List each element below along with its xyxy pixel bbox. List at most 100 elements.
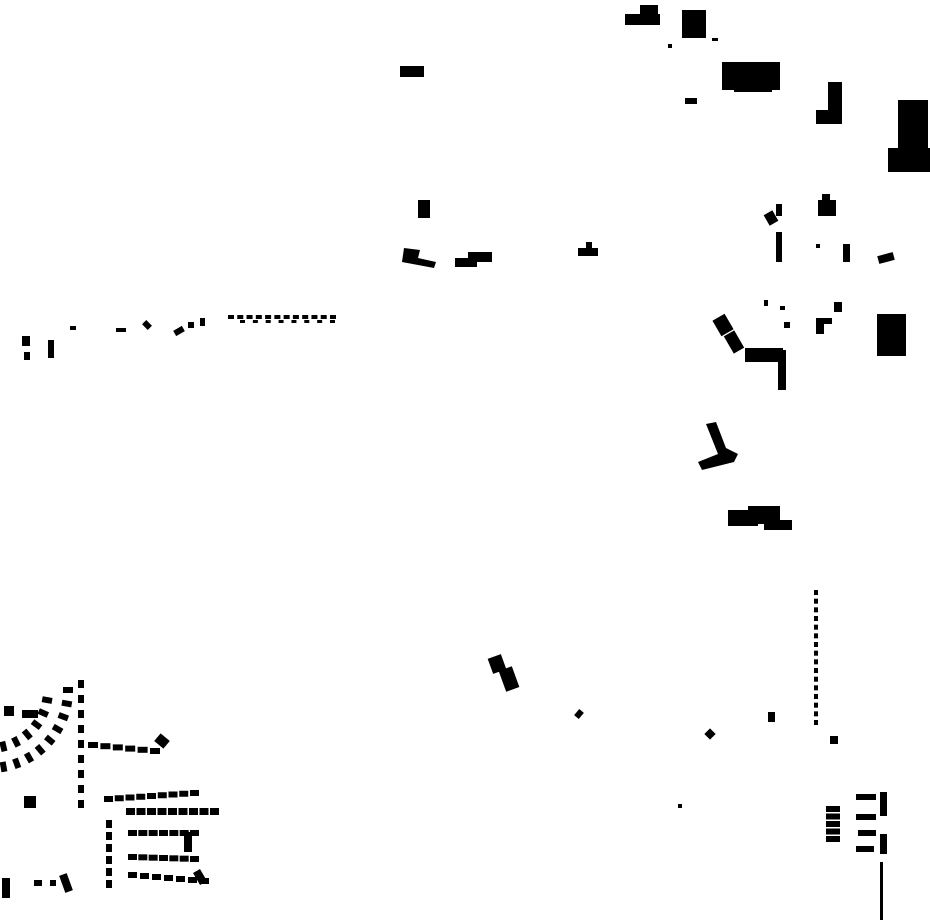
- building: [400, 66, 424, 77]
- building: [856, 794, 876, 800]
- building: [858, 830, 876, 836]
- building: [763, 210, 779, 226]
- building: [179, 855, 189, 862]
- building: [814, 720, 818, 725]
- building: [292, 315, 299, 319]
- building: [22, 336, 30, 346]
- building: [168, 791, 178, 798]
- building: [668, 44, 672, 48]
- building: [712, 38, 718, 41]
- building: [128, 830, 137, 836]
- building: [176, 876, 185, 882]
- building: [61, 699, 73, 708]
- building: [498, 666, 520, 692]
- building: [877, 252, 895, 264]
- building: [776, 232, 782, 262]
- building: [748, 506, 780, 524]
- building: [148, 830, 158, 836]
- building: [12, 757, 22, 770]
- building: [21, 728, 33, 741]
- building: [78, 710, 84, 718]
- building: [265, 315, 272, 319]
- building: [784, 322, 790, 328]
- building: [23, 751, 35, 764]
- building: [106, 880, 112, 888]
- building: [228, 315, 234, 319]
- building: [814, 590, 818, 595]
- building: [274, 315, 281, 319]
- building: [88, 742, 98, 748]
- building: [11, 736, 21, 748]
- building: [150, 748, 160, 754]
- building: [114, 795, 124, 802]
- building: [685, 98, 697, 104]
- building: [0, 761, 8, 773]
- building: [78, 680, 84, 688]
- building: [723, 330, 745, 354]
- building: [682, 10, 706, 38]
- building: [0, 740, 8, 752]
- building: [278, 320, 284, 323]
- building: [137, 746, 148, 753]
- building: [34, 743, 46, 756]
- building: [136, 808, 146, 815]
- building: [24, 352, 30, 360]
- building: [70, 326, 76, 330]
- building: [178, 808, 188, 815]
- building: [24, 796, 36, 808]
- building: [190, 790, 199, 796]
- building: [830, 736, 838, 744]
- building: [640, 5, 658, 17]
- building: [126, 808, 135, 815]
- building: [814, 624, 818, 630]
- building: [246, 315, 253, 319]
- building: [822, 194, 830, 200]
- building: [814, 650, 818, 656]
- building: [880, 792, 887, 816]
- building: [814, 633, 818, 639]
- building: [778, 350, 786, 390]
- building: [190, 830, 199, 836]
- building: [138, 830, 148, 836]
- building: [877, 314, 906, 356]
- building: [814, 598, 818, 604]
- building: [2, 878, 10, 898]
- building: [147, 793, 156, 799]
- building: [159, 830, 168, 836]
- building: [59, 873, 73, 893]
- building: [188, 877, 197, 883]
- building: [625, 14, 660, 25]
- building: [818, 200, 836, 216]
- building: [100, 743, 111, 750]
- building: [140, 873, 149, 879]
- building: [814, 702, 818, 708]
- building: [22, 710, 38, 718]
- building: [104, 796, 113, 802]
- building: [586, 242, 592, 248]
- building: [78, 785, 84, 793]
- building: [57, 712, 70, 722]
- building: [291, 320, 297, 323]
- building: [780, 306, 785, 310]
- building: [574, 709, 584, 719]
- building: [734, 70, 772, 92]
- building: [843, 244, 850, 262]
- building: [814, 659, 818, 665]
- building: [816, 244, 820, 248]
- building: [468, 252, 492, 262]
- building: [814, 694, 818, 699]
- building: [856, 814, 876, 820]
- buildings-layer: [0, 5, 930, 920]
- building: [106, 856, 112, 864]
- building: [147, 808, 156, 815]
- building: [116, 328, 126, 332]
- building: [678, 804, 682, 808]
- building: [237, 315, 244, 319]
- building: [193, 868, 207, 886]
- building: [179, 790, 189, 797]
- building: [265, 320, 271, 323]
- building: [455, 258, 477, 267]
- building: [106, 868, 112, 876]
- building: [302, 315, 309, 319]
- building: [128, 872, 137, 878]
